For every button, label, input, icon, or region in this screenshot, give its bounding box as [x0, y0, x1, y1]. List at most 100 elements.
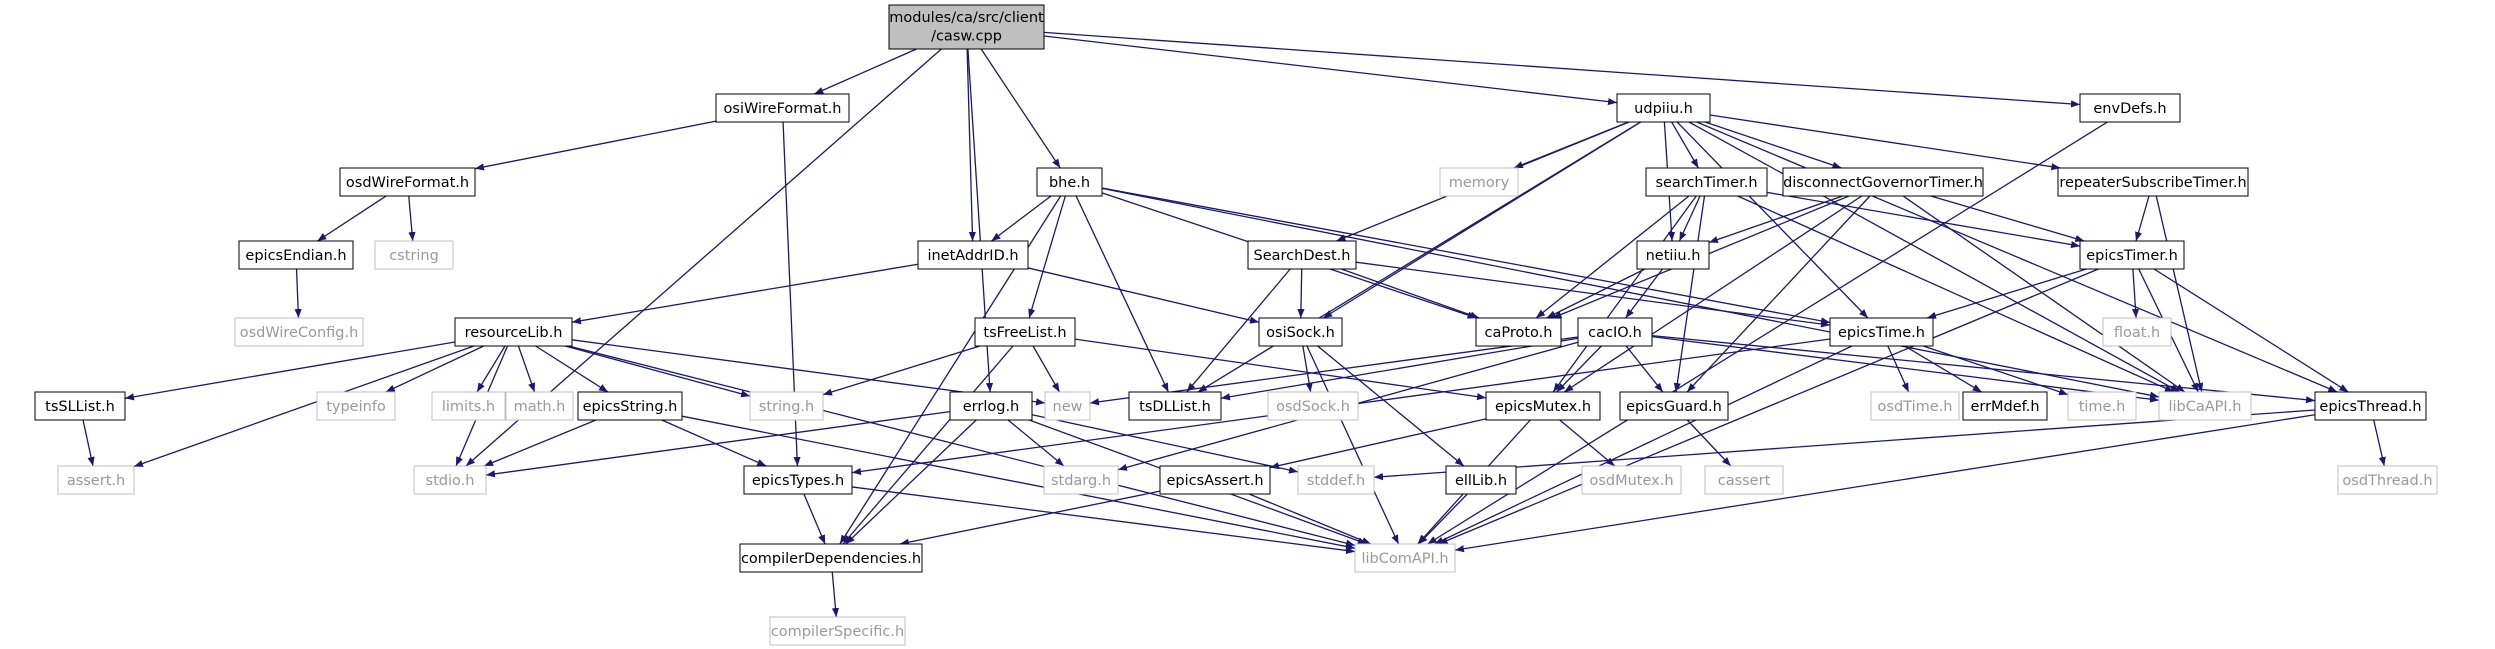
node-searchTimer[interactable]: searchTimer.h	[1645, 167, 1768, 197]
node-label: netiiu.h	[1646, 248, 1701, 264]
node-limits[interactable]: limits.h	[431, 391, 506, 421]
node-label: cacIO.h	[1588, 325, 1642, 341]
edge-udpiiu-to-searchTimer	[1671, 121, 1699, 169]
node-osdSock[interactable]: osdSock.h	[1267, 391, 1359, 421]
node-box	[2314, 391, 2427, 421]
node-label: memory	[1449, 175, 1510, 191]
node-osiWireFormat[interactable]: osiWireFormat.h	[715, 93, 850, 123]
node-label: epicsThread.h	[2319, 399, 2421, 415]
node-tsSLList[interactable]: tsSLList.h	[34, 391, 126, 421]
node-errMdef[interactable]: errMdef.h	[1962, 391, 2048, 421]
edge-osdWireFormat-to-cstring	[408, 195, 416, 242]
node-epicsString[interactable]: epicsString.h	[577, 391, 683, 421]
node-epicsTime[interactable]: epicsTime.h	[1829, 317, 1934, 347]
node-box	[974, 317, 1076, 347]
node-box	[2079, 240, 2185, 270]
node-floatH[interactable]: float.h	[2102, 317, 2172, 347]
node-epicsThread[interactable]: epicsThread.h	[2314, 391, 2427, 421]
node-memory[interactable]: memory	[1439, 167, 1519, 197]
node-caProto[interactable]: caProto.h	[1475, 317, 1562, 347]
node-envDefs[interactable]: envDefs.h	[2079, 93, 2181, 123]
node-typeinfo[interactable]: typeinfo	[316, 391, 396, 421]
node-box	[1616, 93, 1711, 123]
node-cassert[interactable]: cassert	[1704, 465, 1784, 495]
node-epicsTimer[interactable]: epicsTimer.h	[2079, 240, 2185, 270]
node-compilerDependencies[interactable]: compilerDependencies.h	[739, 543, 923, 573]
edge-tsFreeList-to-compilerDependencies	[842, 345, 1014, 545]
edge-udpiiu-to-repeaterSubscribeTimer	[1709, 114, 2061, 171]
node-netiiu[interactable]: netiiu.h	[1636, 240, 1710, 270]
node-cstring[interactable]: cstring	[374, 240, 454, 270]
node-box	[339, 167, 476, 197]
edge-bhe-to-inetAddrID	[991, 195, 1052, 242]
node-repeaterSubscribeTimer[interactable]: repeaterSubscribeTimer.h	[2057, 167, 2249, 197]
node-osdThread[interactable]: osdThread.h	[2337, 465, 2438, 495]
node-SearchDest[interactable]: SearchDest.h	[1247, 240, 1357, 270]
node-stddefH[interactable]: stddef.h	[1297, 465, 1375, 495]
node-stdioH[interactable]: stdio.h	[413, 465, 487, 495]
node-osdMutex[interactable]: osdMutex.h	[1581, 465, 1682, 495]
node-label: compilerSpecific.h	[771, 624, 904, 640]
edge-epicsThread-to-stddefH	[1373, 409, 2316, 481]
edge-epicsTime-to-errMdef	[1904, 345, 1982, 393]
node-osdWireConfig[interactable]: osdWireConfig.h	[234, 317, 364, 347]
node-box	[769, 616, 906, 646]
node-box	[2158, 391, 2252, 421]
node-epicsAssert[interactable]: epicsAssert.h	[1159, 465, 1271, 495]
node-label: repeaterSubscribeTimer.h	[2059, 175, 2246, 191]
edge-resourceLib-to-limits	[476, 345, 506, 393]
edge-disconnectGovernorTimer-to-epicsTimer	[1930, 195, 2085, 242]
node-bhe[interactable]: bhe.h	[1036, 167, 1103, 197]
node-box	[1043, 465, 1119, 495]
node-label: osdTime.h	[1878, 399, 1953, 415]
edge-bhe-to-epicsTime	[1101, 187, 1831, 325]
node-assertH[interactable]: assert.h	[57, 465, 135, 495]
edge-epicsString-to-libComAPI	[681, 415, 1356, 550]
node-disconnectGovernorTimer[interactable]: disconnectGovernorTimer.h	[1782, 167, 1984, 197]
node-box	[431, 391, 506, 421]
node-epicsMutex[interactable]: epicsMutex.h	[1485, 391, 1601, 421]
node-stdargH[interactable]: stdarg.h	[1043, 465, 1119, 495]
node-epicsEndian[interactable]: epicsEndian.h	[238, 240, 354, 270]
node-label: udpiiu.h	[1634, 101, 1693, 117]
node-errlog[interactable]: errlog.h	[949, 391, 1033, 421]
node-resourceLib[interactable]: resourceLib.h	[454, 317, 573, 347]
edge-inetAddrID-to-resourceLib	[571, 263, 919, 325]
edge-resourceLib-to-epicsString	[535, 345, 609, 393]
node-casw[interactable]: modules/ca/src/client/casw.cpp	[888, 4, 1045, 50]
node-label: SearchDest.h	[1254, 248, 1351, 264]
node-label: bhe.h	[1049, 175, 1090, 191]
node-box	[1439, 167, 1519, 197]
node-newH[interactable]: new	[1044, 391, 1091, 421]
edge-osiSock-to-libComAPI	[1306, 345, 1400, 545]
edge-epicsTimer-to-floatH	[2131, 268, 2140, 319]
node-tsFreeList[interactable]: tsFreeList.h	[974, 317, 1076, 347]
edge-casw-to-inetAddrID	[966, 48, 976, 242]
node-osdWireFormat[interactable]: osdWireFormat.h	[339, 167, 476, 197]
edge-errlog-to-stdargH	[1007, 419, 1065, 467]
node-label: errlog.h	[963, 399, 1020, 415]
node-tsDLList[interactable]: tsDLList.h	[1128, 391, 1222, 421]
node-cacIO[interactable]: cacIO.h	[1577, 317, 1653, 347]
node-box	[1577, 317, 1653, 347]
node-osdTime[interactable]: osdTime.h	[1870, 391, 1960, 421]
edge-osiSock-to-osdSock	[1302, 345, 1313, 393]
node-stringH[interactable]: string.h	[749, 391, 824, 421]
edge-ellLib-to-libComAPI	[1418, 493, 1468, 545]
node-epicsTypes[interactable]: epicsTypes.h	[743, 465, 853, 495]
edge-epicsTypes-to-libComAPI	[851, 486, 1356, 554]
node-inetAddrID[interactable]: inetAddrID.h	[917, 240, 1029, 270]
node-udpiiu[interactable]: udpiiu.h	[1616, 93, 1711, 123]
node-compilerSpecific[interactable]: compilerSpecific.h	[769, 616, 906, 646]
node-box	[949, 391, 1033, 421]
node-osiSock[interactable]: osiSock.h	[1258, 317, 1343, 347]
node-ellLib[interactable]: ellLib.h	[1445, 465, 1517, 495]
node-mathH[interactable]: math.h	[505, 391, 574, 421]
node-libComAPI[interactable]: libComAPI.h	[1354, 543, 1456, 573]
node-epicsGuard[interactable]: epicsGuard.h	[1619, 391, 1729, 421]
node-box	[34, 391, 126, 421]
node-libCaAPI[interactable]: libCaAPI.h	[2158, 391, 2252, 421]
node-timeH[interactable]: time.h	[2067, 391, 2137, 421]
node-box	[715, 93, 850, 123]
node-label: libCaAPI.h	[2168, 399, 2241, 415]
